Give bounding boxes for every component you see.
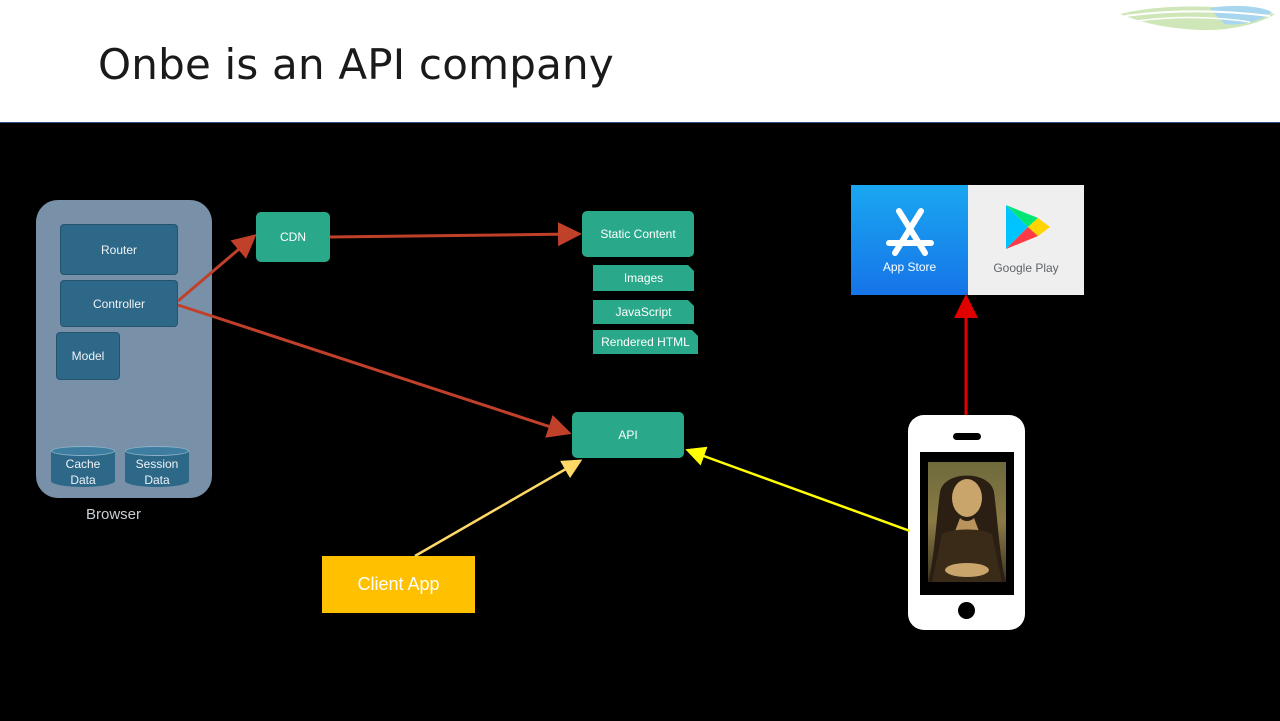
google-play-icon <box>1006 205 1050 249</box>
phone-home-button <box>958 602 975 619</box>
google-play-tile: Google Play <box>968 185 1084 295</box>
client-app-box: Client App <box>322 556 475 613</box>
controller-box: Controller <box>60 280 178 327</box>
browser-caption: Browser <box>86 506 142 523</box>
rendered-html-doc: Rendered HTML <box>593 330 698 354</box>
phone-screen <box>920 452 1014 595</box>
app-store-label: App Store <box>882 260 937 274</box>
app-store-tile: App Store <box>851 185 968 295</box>
arrow-controller-to-api <box>177 303 572 438</box>
phone-speaker <box>953 433 981 440</box>
arrow-controller-to-cdn <box>177 234 257 303</box>
arrow-phone-to-api <box>685 446 911 533</box>
session-label-line1: Session <box>135 457 179 471</box>
javascript-doc: JavaScript <box>593 300 694 324</box>
router-box: Router <box>60 224 178 275</box>
arrow-cdn-to-static-content <box>329 222 582 247</box>
app-store-icon <box>886 208 934 256</box>
app-stores-banner: App Store Google Play <box>851 185 1084 295</box>
slide-title: Onbe is an API company <box>98 40 614 89</box>
images-doc: Images <box>593 265 694 291</box>
google-play-label: Google Play <box>993 261 1059 275</box>
cdn-box: CDN <box>256 212 330 262</box>
decorative-logo-swoosh <box>1120 5 1275 30</box>
cache-label-line2: Data <box>70 473 96 487</box>
cache-label-line1: Cache <box>65 457 101 471</box>
static-content-box: Static Content <box>582 211 694 257</box>
mobile-phone <box>908 415 1025 630</box>
session-label-line2: Data <box>144 473 170 487</box>
api-box: API <box>572 412 684 458</box>
portrait-painting-image <box>928 462 1006 582</box>
model-box: Model <box>56 332 120 380</box>
arrow-client-app-to-api <box>414 459 583 558</box>
